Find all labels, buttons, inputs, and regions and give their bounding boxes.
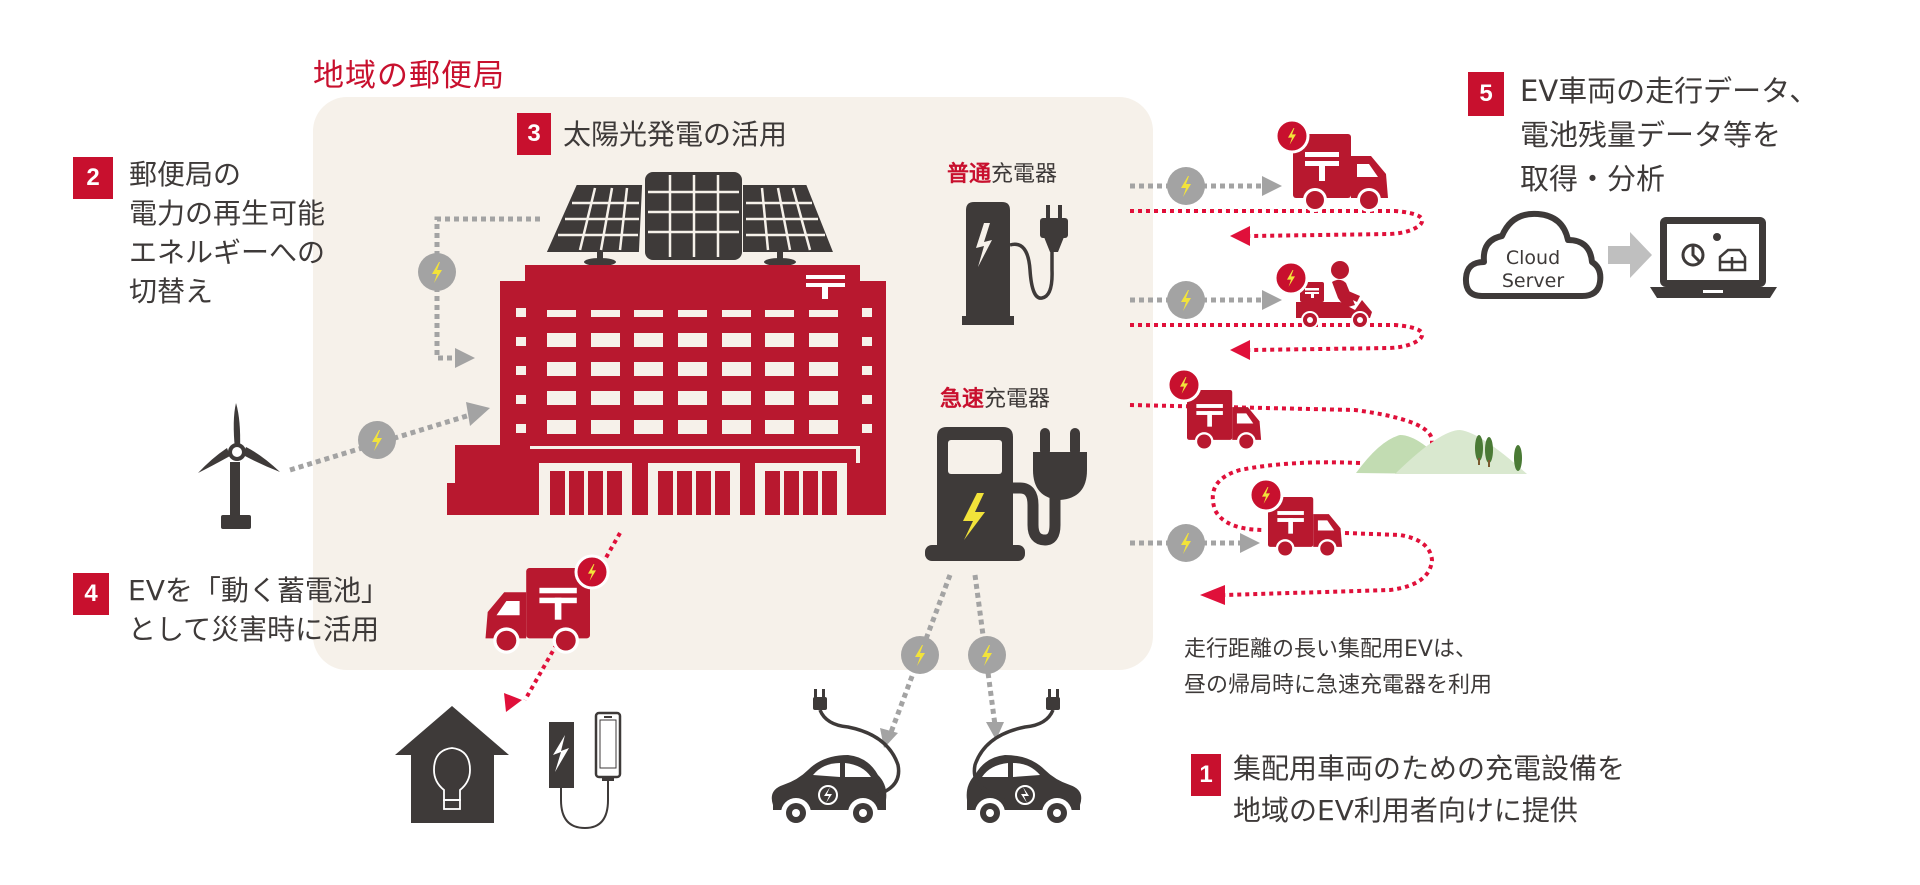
delivery-truck-icon: [1293, 134, 1388, 212]
lightning-bolt-icon: [968, 636, 1006, 674]
route-arrowheads: [504, 226, 1250, 712]
fast-charger-label: 急速充電器: [940, 387, 1051, 412]
electric-car-icon: [770, 689, 901, 829]
callout-text: 集配用車両のための充電設備を 地域のEV利用者向けに提供: [1233, 752, 1626, 827]
lightning-bolt-icon: [1167, 167, 1205, 205]
solar-panel-icon: [546, 172, 833, 266]
lightning-bolt-icon: [1250, 479, 1282, 511]
power-bank-phone-icon: [549, 711, 622, 830]
lightning-bolt-icon: [358, 421, 396, 459]
wind-turbine-icon: [198, 403, 280, 529]
cloud-server-icon: Cloud Server: [1462, 210, 1604, 299]
laptop-analytics-icon: [1650, 217, 1777, 298]
server-label: Server: [1502, 270, 1564, 292]
lightning-bolt-icon: [1276, 120, 1308, 152]
lightning-bolt-icon: [418, 253, 456, 291]
callout-text: 郵便局の 電力の再生可能 エネルギーへの 切替え: [129, 158, 326, 308]
callout-badge: 1: [1191, 754, 1221, 796]
lightning-bolt-icon: [1167, 281, 1205, 319]
callout-3: 3 太陽光発電の活用: [517, 113, 787, 155]
hills-icon: [1356, 430, 1527, 474]
lightning-bolt-icon: [576, 556, 608, 588]
callout-text: EV車両の走行データ、 電池残量データ等を 取得・分析: [1520, 74, 1819, 196]
lightning-bolt-icon: [1167, 524, 1205, 562]
cloud-label: Cloud: [1506, 247, 1560, 269]
callout-text: EVを「動く蓄電池」 として災害時に活用: [128, 574, 389, 646]
electric-car-icon: [965, 689, 1083, 829]
delivery-truck-icon: [485, 568, 590, 654]
delivery-scooter-icon: [1296, 261, 1372, 329]
normal-charger-icon: [962, 202, 1068, 325]
data-transfer-arrow: [1608, 232, 1652, 278]
fast-charger-icon: [925, 427, 1087, 561]
bay-doors: [550, 471, 837, 515]
callout-badge: 3: [517, 113, 551, 155]
delivery-truck-icon: [1187, 390, 1262, 451]
lightning-bolt-icon: [1168, 369, 1200, 401]
house-lightbulb-icon: [395, 706, 509, 823]
callout-badge: 4: [73, 573, 109, 615]
fast-charge-note: 走行距離の長い集配用EVは、 昼の帰局時に急速充電器を利用: [1184, 637, 1493, 698]
callout-text: 太陽光発電の活用: [563, 117, 788, 151]
section-title: 地域の郵便局: [313, 58, 505, 94]
callout-badge: 5: [1468, 72, 1504, 116]
post-mark: [806, 275, 845, 299]
lightning-bolt-icon: [1275, 262, 1307, 294]
callout-badge: 2: [73, 157, 113, 199]
normal-charger-label: 普通充電器: [947, 162, 1058, 187]
lightning-bolt-icon: [901, 636, 939, 674]
post-office-building-icon: [447, 265, 886, 515]
